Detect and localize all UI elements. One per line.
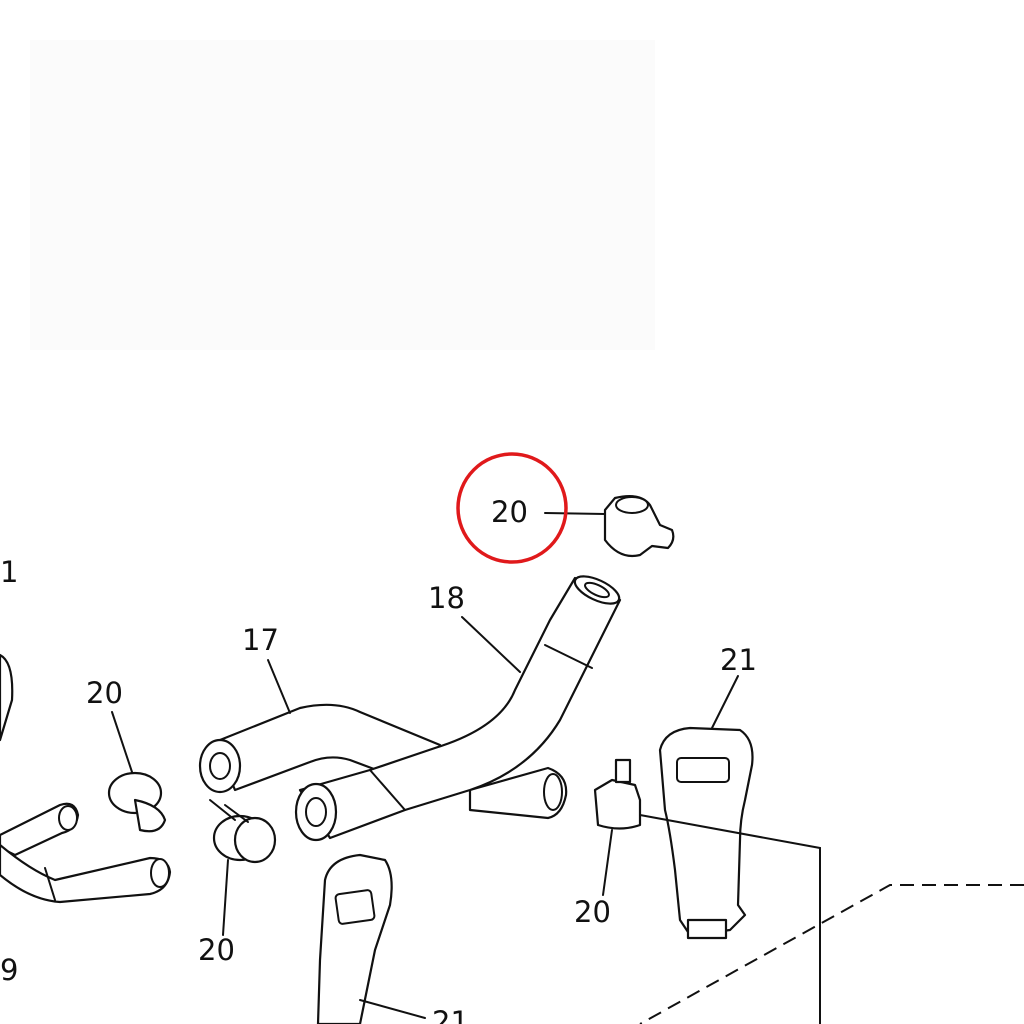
label-20-right-lower: 20 bbox=[574, 895, 611, 929]
label-20-middle-lower: 20 bbox=[198, 933, 235, 967]
highlight-circle bbox=[456, 452, 568, 564]
label-21-right: 21 bbox=[720, 643, 757, 677]
label-20-left-upper: 20 bbox=[86, 676, 123, 710]
label-19-cut: 9 bbox=[0, 953, 18, 987]
label-1-cut: 1 bbox=[0, 555, 18, 589]
clamp-20-middle bbox=[209, 799, 277, 864]
label-21-bottom-cut: 21 bbox=[432, 1005, 469, 1024]
label-18: 18 bbox=[428, 581, 465, 615]
hose-19 bbox=[0, 653, 172, 904]
hose-18 bbox=[294, 575, 622, 842]
faint-panel bbox=[30, 40, 655, 350]
label-17: 17 bbox=[242, 623, 279, 657]
clamp-20-right bbox=[593, 758, 642, 830]
leader-lines bbox=[111, 512, 821, 1024]
bracket-21-right bbox=[658, 726, 754, 940]
bracket-21-bottom bbox=[316, 853, 393, 1024]
clamp-20-left bbox=[107, 771, 167, 833]
label-20-highlighted: 20 bbox=[491, 495, 528, 529]
dashed-outline bbox=[639, 884, 1024, 1024]
clamp-20-top bbox=[603, 495, 675, 558]
